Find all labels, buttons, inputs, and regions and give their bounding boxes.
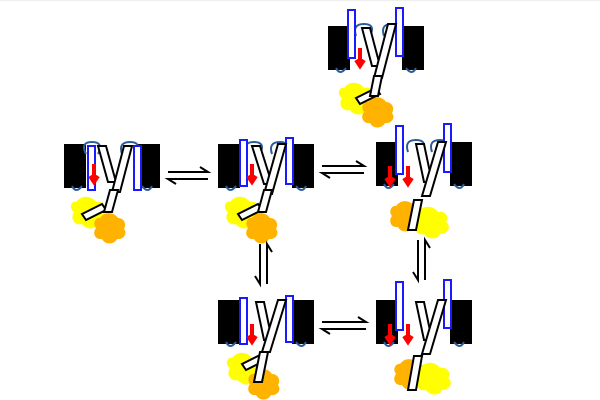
helix <box>372 23 398 79</box>
helix <box>110 145 134 193</box>
state-6 <box>376 279 472 395</box>
loop <box>225 341 307 347</box>
state-5 <box>218 295 314 400</box>
helix <box>360 27 382 67</box>
membrane-block-right <box>292 300 314 344</box>
loop <box>225 185 307 191</box>
membrane-block-right <box>450 142 472 186</box>
linker-helix <box>102 189 120 213</box>
top-border <box>0 0 600 1</box>
linker-helix <box>252 351 270 383</box>
blue-helix <box>239 139 248 187</box>
blue-helix <box>395 125 404 175</box>
state-1 <box>64 140 160 244</box>
equilibrium-arrow-4-6 <box>412 236 431 284</box>
linker-helix <box>406 355 424 391</box>
loop <box>383 183 465 189</box>
membrane-block-left <box>376 300 398 344</box>
linker-helix <box>406 199 424 231</box>
equilibrium-arrow-2-4 <box>318 160 368 179</box>
linker-helix <box>256 189 274 213</box>
membrane-block-right <box>292 144 314 188</box>
helix <box>420 299 448 355</box>
membrane-block-left <box>64 144 86 188</box>
membrane-block-left <box>218 300 240 344</box>
state-3 <box>328 7 424 128</box>
loop <box>71 185 153 191</box>
helix <box>420 141 448 197</box>
helix <box>260 299 288 353</box>
loop <box>335 67 417 73</box>
red-arrow <box>384 166 396 188</box>
equilibrium-arrow-2-5 <box>254 240 273 288</box>
membrane-block-right <box>450 300 472 344</box>
helix <box>262 143 288 195</box>
red-arrow <box>354 48 366 70</box>
red-arrow <box>88 164 100 186</box>
loop <box>383 341 465 347</box>
red-arrow <box>246 324 258 346</box>
membrane-block-left <box>376 142 398 186</box>
blue-helix <box>239 297 248 345</box>
linker-helix <box>368 75 384 97</box>
state-2 <box>218 137 314 244</box>
equilibrium-arrow-5-6 <box>318 316 370 335</box>
membrane-block-left <box>328 26 350 70</box>
blue-helix <box>395 7 404 57</box>
blue-helix <box>133 145 142 191</box>
blue-helix <box>395 281 404 331</box>
equilibrium-arrow-1-2 <box>164 166 212 185</box>
membrane-block-right <box>138 144 160 188</box>
red-arrow <box>384 324 396 346</box>
membrane-block-right <box>402 26 424 70</box>
blue-helix <box>347 9 356 59</box>
red-arrow <box>246 164 258 186</box>
state-4 <box>376 123 472 239</box>
blue-helix <box>285 295 294 343</box>
helix <box>96 145 118 183</box>
red-arrow <box>402 166 414 188</box>
red-arrow <box>402 324 414 346</box>
membrane-block-left <box>218 144 240 188</box>
blue-helix <box>285 137 294 185</box>
